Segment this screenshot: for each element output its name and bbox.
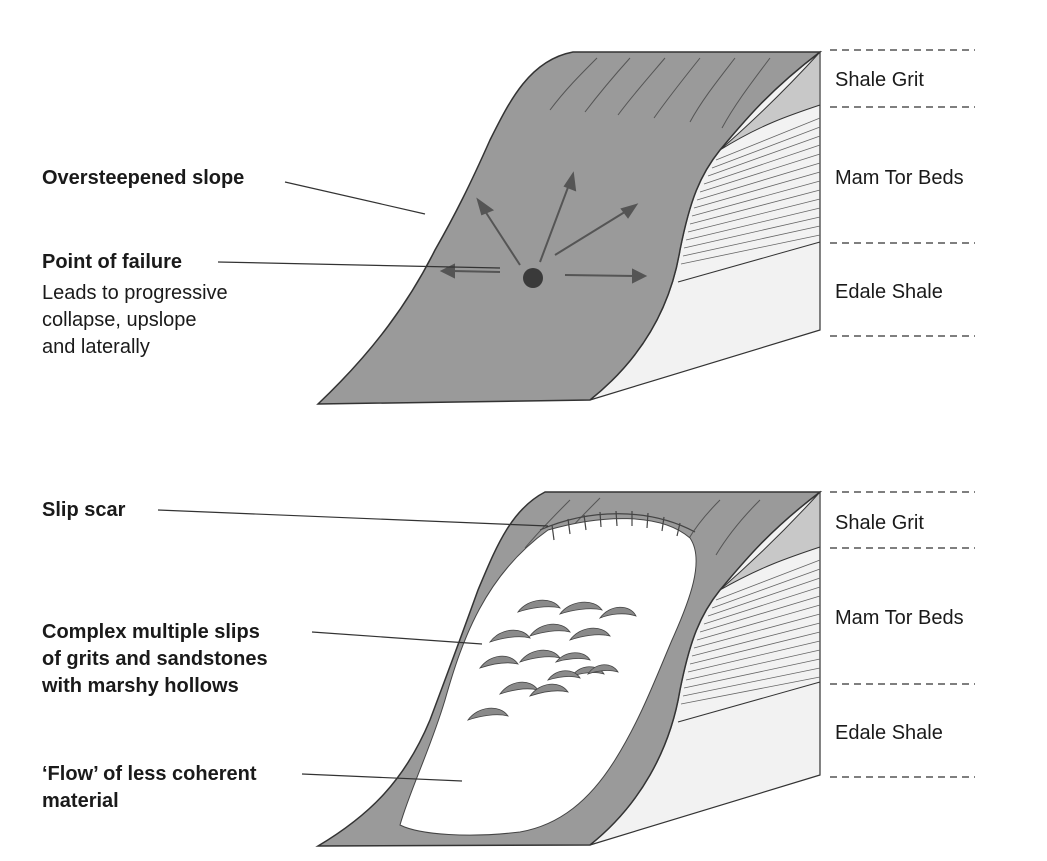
complex-slips-line-3: with marshy hollows xyxy=(42,675,239,697)
bottom-flow-leader xyxy=(301,773,463,782)
top-failure-arrows xyxy=(439,171,648,284)
top-strata-dashes xyxy=(830,49,975,337)
top-stratum-shale-grit: Shale Grit xyxy=(835,69,924,91)
top-mam-tor-stripes xyxy=(680,117,821,265)
slip-scar-label: Slip scar xyxy=(42,499,126,521)
bottom-complex-leader xyxy=(311,631,483,645)
top-failure-point xyxy=(523,268,543,288)
top-edale-boundary xyxy=(677,241,821,283)
bottom-slipped-area xyxy=(399,518,697,836)
complex-slips-line-1: Complex multiple slips xyxy=(42,621,260,643)
top-failure-leader xyxy=(217,261,501,269)
bottom-mam-tor-stripes xyxy=(680,559,821,705)
top-oversteepened-leader xyxy=(284,181,426,215)
bottom-slip-scar-leader xyxy=(157,509,549,527)
complex-slips-line-2: of grits and sandstones xyxy=(42,648,268,670)
failure-description-line-3: and laterally xyxy=(42,336,150,358)
failure-description-line-2: collapse, upslope xyxy=(42,309,197,331)
top-stratum-mam-tor-beds: Mam Tor Beds xyxy=(835,167,964,189)
bottom-edale-boundary xyxy=(677,681,821,723)
top-slope-surface xyxy=(316,51,823,405)
oversteepened-slope-label: Oversteepened slope xyxy=(42,167,245,189)
bottom-strata-dashes xyxy=(830,491,975,778)
bottom-slip-scar xyxy=(539,510,696,541)
top-crest-lines xyxy=(549,57,771,129)
failure-description-line-1: Leads to progressive xyxy=(42,282,228,304)
bottom-stratum-edale-shale: Edale Shale xyxy=(835,722,943,744)
bottom-stratum-mam-tor-beds: Mam Tor Beds xyxy=(835,607,964,629)
bottom-block xyxy=(157,490,975,847)
bottom-slip-blocks xyxy=(466,599,637,721)
point-of-failure-label: Point of failure xyxy=(42,251,182,273)
top-stratum-edale-shale: Edale Shale xyxy=(835,281,943,303)
top-block xyxy=(217,49,975,405)
flow-label-line-1: ‘Flow’ of less coherent xyxy=(42,763,257,785)
flow-label-line-2: material xyxy=(42,790,119,812)
bottom-stratum-shale-grit: Shale Grit xyxy=(835,512,924,534)
